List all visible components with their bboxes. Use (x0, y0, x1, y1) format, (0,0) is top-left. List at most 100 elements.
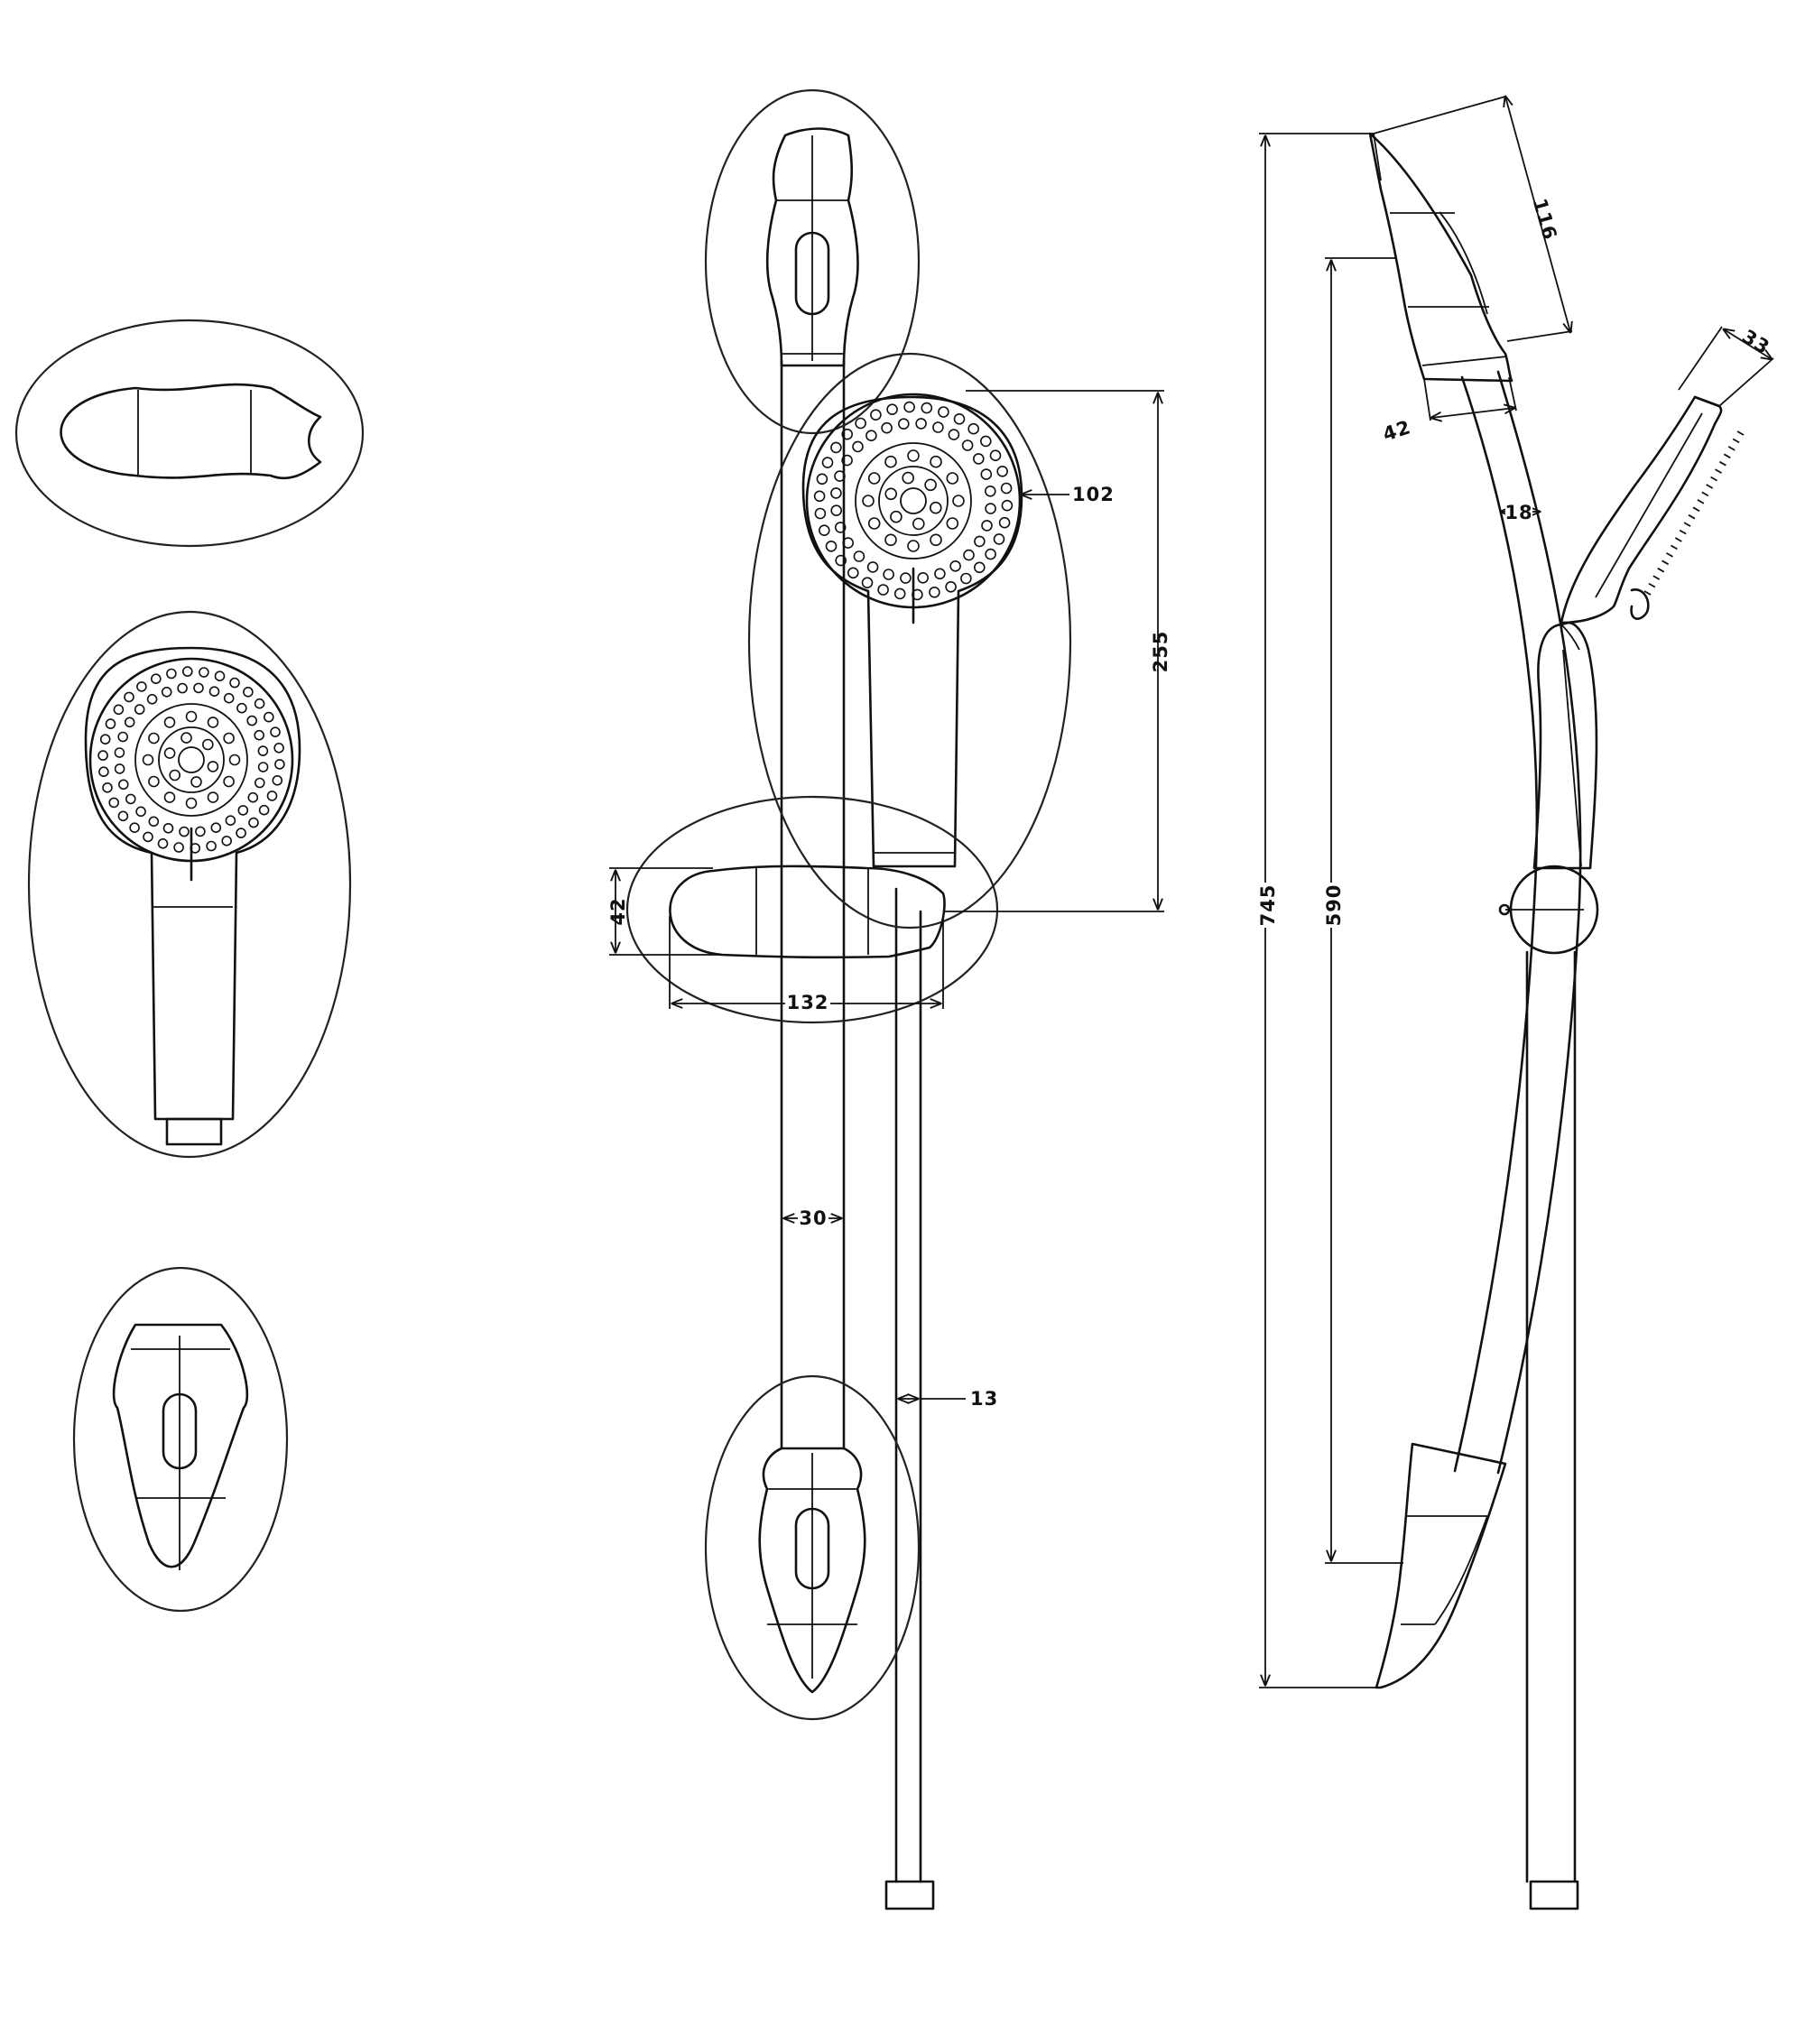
riser-rail-side (1453, 370, 1582, 1475)
dim-hose-diameter: 13 (899, 1388, 997, 1410)
spray-hole-icon (157, 837, 169, 849)
nozzle-icon (1715, 468, 1722, 474)
spray-hole-icon (182, 666, 193, 677)
spray-hole-icon (948, 429, 960, 440)
spray-hole-icon (169, 769, 180, 782)
spray-hole-icon (163, 717, 176, 728)
top-bracket-side (1368, 132, 1513, 383)
dim-head-diameter-label: 102 (1072, 484, 1115, 505)
nozzle-icon (1652, 575, 1661, 580)
dim-head-height-label: 255 (1150, 631, 1171, 673)
nozzle-icon (1732, 438, 1740, 444)
dim-slider-height-label: 42 (607, 897, 629, 925)
spray-hole-icon (114, 763, 125, 774)
nozzle-icon (1657, 567, 1665, 573)
spray-hole-icon (129, 822, 140, 834)
spray-hole-icon (825, 540, 838, 552)
spray-hole-icon (946, 472, 959, 485)
spray-hole-icon (223, 732, 235, 745)
spray-hole-icon (993, 533, 1005, 545)
spray-hole-icon (884, 455, 897, 468)
spray-hole-icon (136, 681, 147, 692)
spray-hole-icon (199, 667, 209, 678)
spray-hole-icon (980, 435, 992, 448)
spray-hole-icon (938, 406, 949, 418)
spray-hole-icon (989, 449, 1002, 462)
nozzle-icon (1679, 529, 1687, 535)
top-wall-bracket (704, 88, 921, 435)
spray-hole-icon (818, 524, 830, 537)
spray-hole-icon (166, 668, 177, 680)
spray-hole-icon (852, 440, 864, 453)
spray-hole-icon (114, 747, 125, 758)
spray-hole-icon (961, 439, 974, 451)
dim-bracket-depth-label: 116 (1529, 196, 1561, 243)
wall-bracket-front-detail (72, 1266, 289, 1613)
spray-hole-icon (273, 742, 284, 754)
spray-hole-icon (841, 428, 854, 440)
spray-hole-icon (118, 779, 129, 791)
spray-hole-icon (223, 775, 235, 788)
spray-hole-icon (208, 686, 220, 698)
nozzle-icon (1688, 513, 1696, 520)
spray-hole-icon (257, 762, 269, 772)
spray-hole-icon (924, 478, 937, 492)
spray-hole-icon (207, 717, 219, 728)
spray-hole-icon (148, 816, 160, 828)
spray-hole-icon (179, 826, 190, 837)
spray-hole-icon (821, 457, 834, 468)
spray-hole-icon (146, 693, 158, 705)
spray-hole-icon (124, 691, 134, 703)
spray-hole-icon (185, 710, 198, 723)
spray-hole-icon (881, 421, 893, 434)
spray-hole-icon (830, 487, 842, 499)
nozzle-icon (1697, 499, 1705, 504)
spray-hole-icon (883, 569, 894, 580)
spray-hole-icon (917, 571, 930, 584)
spray-hole-icon (963, 549, 975, 561)
nozzle-icon (1710, 476, 1718, 482)
spray-hole-icon (221, 835, 232, 846)
spray-hole-icon (865, 430, 877, 442)
spray-hole-icon (902, 471, 915, 485)
spray-hole-icon (207, 791, 219, 803)
spray-hole-icon (853, 550, 865, 562)
spray-hole-icon (206, 840, 217, 852)
spray-hole-icon (193, 682, 204, 694)
spray-hole-icon (867, 517, 881, 530)
spray-hole-icon (877, 584, 889, 596)
nozzle-icon (1736, 430, 1745, 436)
spray-hole-icon (161, 686, 172, 698)
slider-knob-side (1498, 865, 1599, 955)
dim-slider-width-label: 132 (787, 992, 829, 1013)
spray-hole-icon (236, 702, 247, 714)
spray-hole-icon (930, 455, 942, 468)
spray-hole-icon (195, 826, 206, 837)
spray-hole-icon (946, 517, 959, 530)
spray-hole-icon (903, 401, 915, 413)
spray-hole-icon (113, 704, 125, 716)
spray-hole-icon (210, 822, 222, 834)
nozzle-icon (1701, 491, 1709, 497)
spray-hole-icon (907, 449, 920, 462)
spray-hole-icon (980, 468, 993, 480)
spray-hole-icon (998, 516, 1011, 529)
front-elevation: 255 102 42 132 30 (607, 88, 1171, 1910)
dim-mount-pitch-label: 42 (1380, 416, 1413, 445)
spray-hole-icon (180, 732, 192, 744)
spray-hole-icon (932, 421, 944, 433)
spray-hole-icon (830, 441, 842, 454)
nozzle-icon (1666, 552, 1673, 558)
spray-hole-icon (258, 804, 270, 816)
spray-hole-icon (125, 793, 136, 805)
nozzle-icon (1643, 590, 1652, 596)
spray-hole-icon (834, 470, 846, 482)
spray-hole-icon (861, 577, 874, 589)
spray-hole-icon (960, 572, 972, 585)
spray-hole-icon (929, 586, 940, 598)
spray-hole-icon (236, 828, 246, 838)
spray-hole-icon (953, 412, 966, 425)
spray-hole-icon (1000, 482, 1013, 495)
spray-hole-icon (148, 732, 160, 745)
spray-hole-icon (949, 560, 961, 572)
